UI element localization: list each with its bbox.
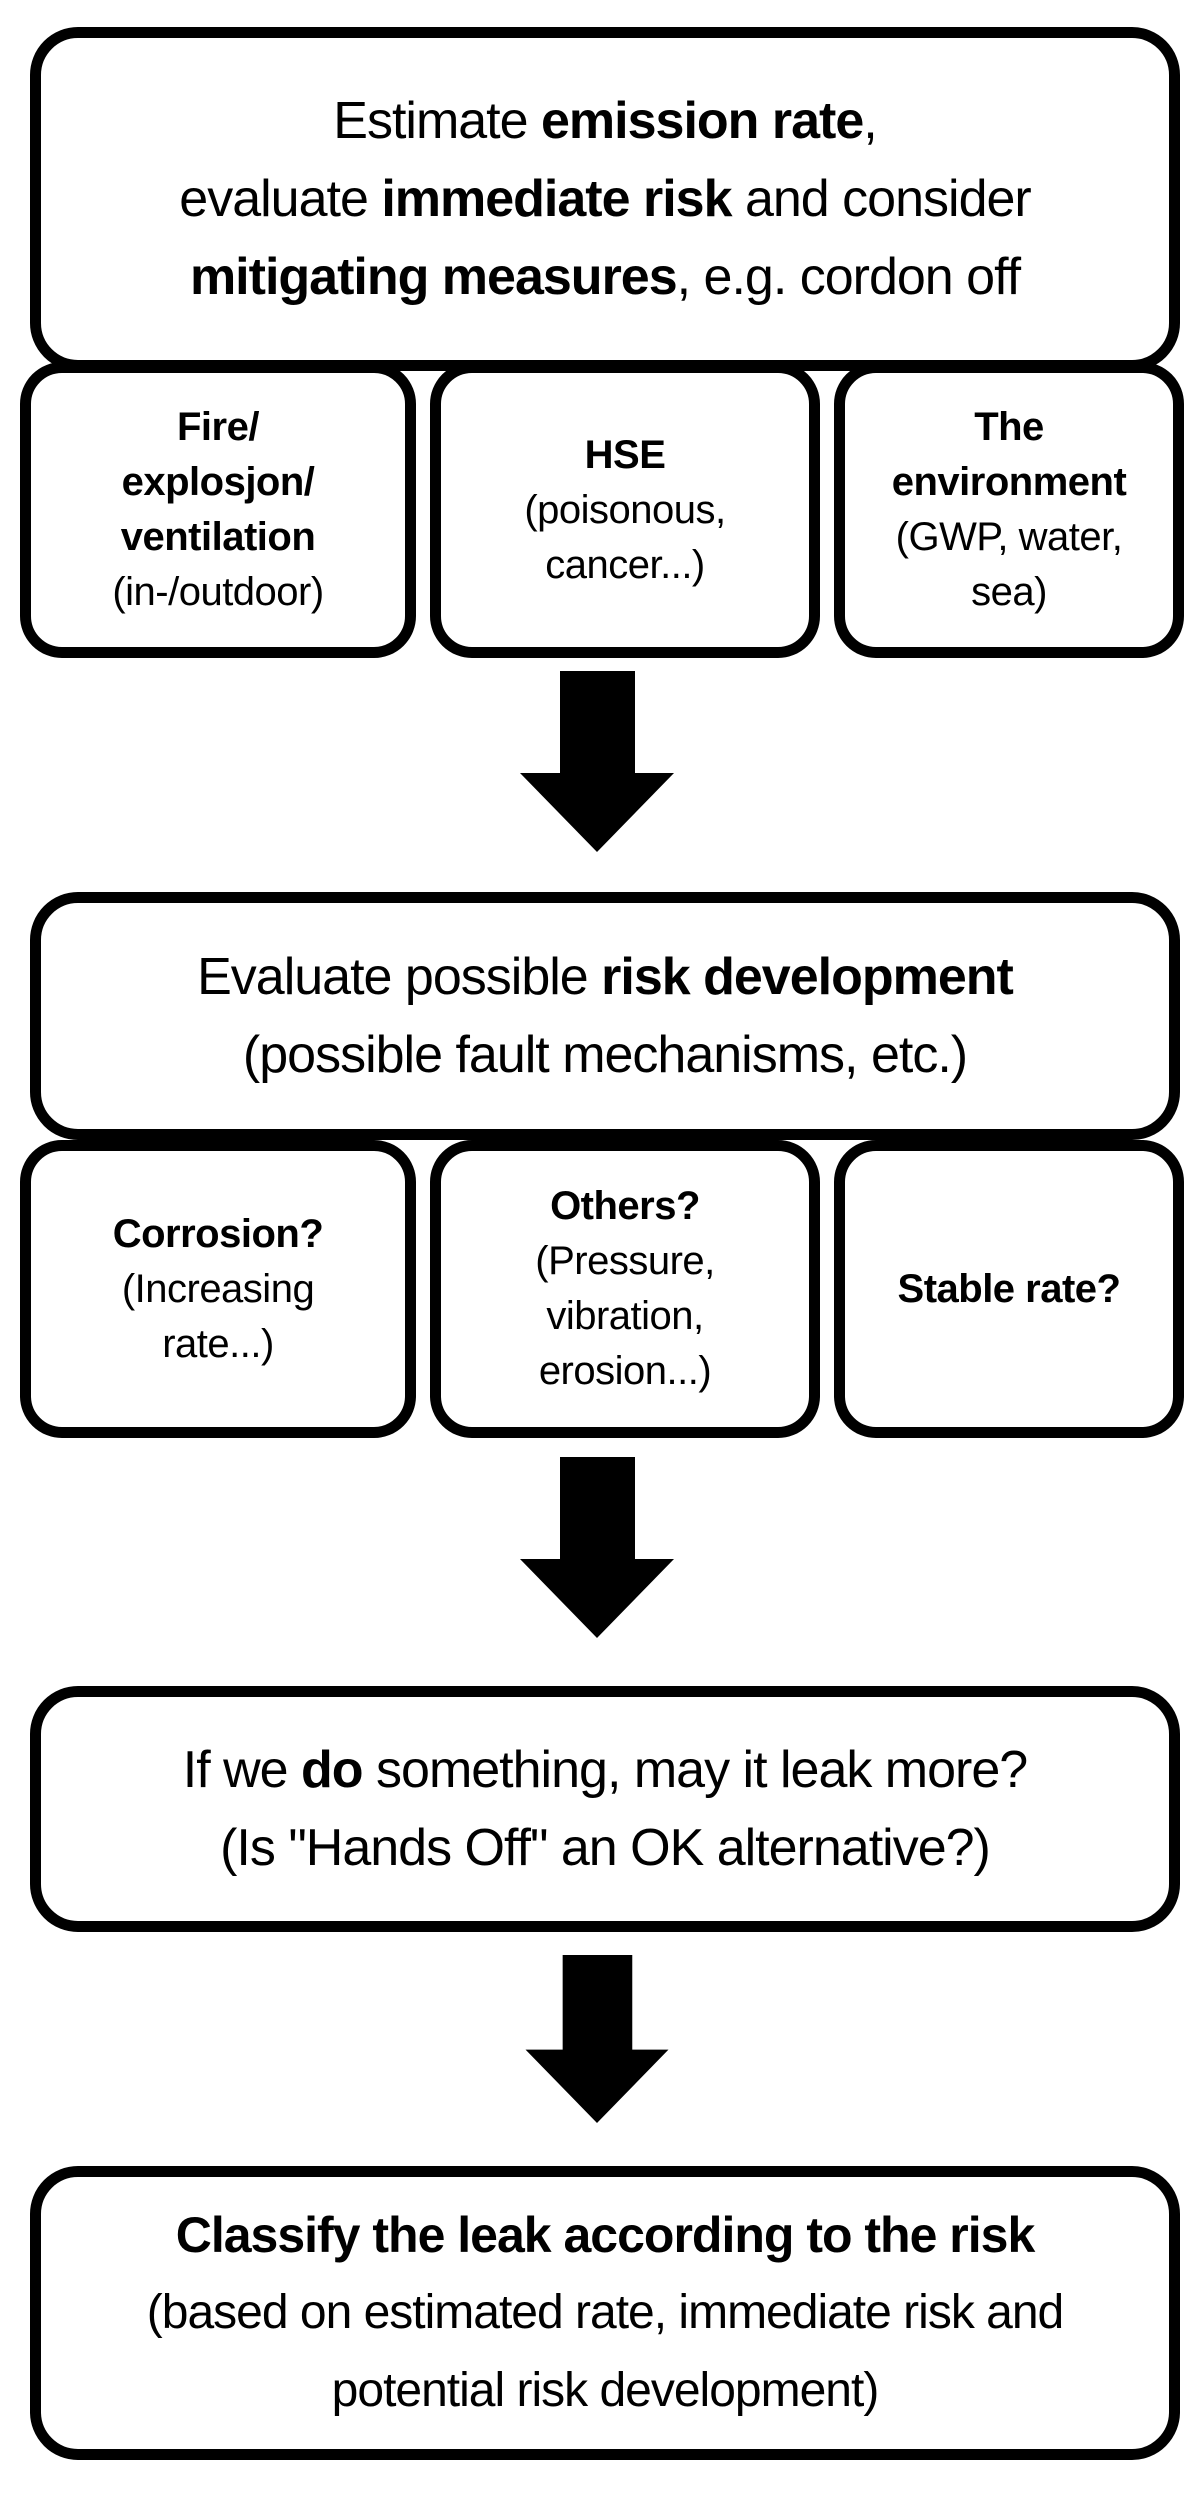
factor-box-environment: The environment (GWP, water, sea) bbox=[834, 362, 1184, 658]
text-line: (in-/outdoor) bbox=[112, 570, 324, 614]
text-line: (based on estimated rate, immediate risk… bbox=[146, 2286, 1064, 2339]
text-segment-bold: do bbox=[301, 1741, 364, 1799]
text-line: evaluate immediate risk and consider bbox=[179, 160, 1032, 238]
text-line: ventilation bbox=[120, 515, 316, 559]
text-segment-bold: mitigating measures bbox=[189, 248, 678, 306]
text-segment: evaluate bbox=[179, 170, 382, 228]
down-arrow-icon bbox=[520, 671, 674, 852]
text-line: Stable rate? bbox=[897, 1266, 1121, 1311]
text-line: explosjon/ bbox=[121, 460, 315, 504]
text-segment: Evaluate possible bbox=[197, 948, 602, 1006]
down-arrow-icon bbox=[525, 1955, 669, 2123]
text-segment: , e.g. cordon off bbox=[676, 248, 1021, 306]
flow-arrow bbox=[520, 671, 674, 852]
step-box-evaluate-risk-development: Evaluate possible risk development (poss… bbox=[30, 892, 1180, 1140]
text-line: (Is "Hands Off" an OK alternative?) bbox=[220, 1809, 991, 1887]
text-line: potential risk development) bbox=[331, 2364, 880, 2417]
text-line: Fire/ bbox=[177, 405, 259, 449]
text-segment: , bbox=[863, 92, 877, 150]
text-line: If we do something, may it leak more? bbox=[182, 1731, 1028, 1809]
text-line: sea) bbox=[971, 570, 1047, 614]
text-line: rate...) bbox=[162, 1321, 274, 1366]
text-line: (possible fault mechanisms, etc.) bbox=[242, 1016, 968, 1094]
text-segment: (Is "Hands Off" an OK alternative?) bbox=[220, 1819, 991, 1877]
text-segment-bold: immediate risk bbox=[381, 170, 732, 228]
text-line: Estimate emission rate, bbox=[333, 82, 877, 160]
text-line: The bbox=[974, 405, 1044, 449]
down-arrow-icon bbox=[520, 1457, 674, 1638]
text-segment: (possible fault mechanisms, etc.) bbox=[242, 1026, 968, 1084]
text-line: (Increasing bbox=[121, 1266, 315, 1311]
text-segment: Estimate bbox=[333, 92, 541, 150]
text-line: (poisonous, bbox=[524, 487, 726, 532]
factor-box-corrosion: Corrosion? (Increasing rate...) bbox=[20, 1140, 416, 1438]
text-segment: and consider bbox=[731, 170, 1032, 228]
text-line: (Pressure, bbox=[535, 1239, 715, 1283]
text-segment: If we bbox=[182, 1741, 302, 1799]
step-box-classify-leak: Classify the leak according to the risk … bbox=[30, 2166, 1180, 2460]
text-line: (GWP, water, bbox=[895, 515, 1123, 559]
step-box-hands-off-question: If we do something, may it leak more? (I… bbox=[30, 1686, 1180, 1932]
text-segment: something, may it leak more? bbox=[362, 1741, 1028, 1799]
text-line: Evaluate possible risk development bbox=[197, 938, 1014, 1016]
text-segment-bold: emission rate bbox=[541, 92, 864, 150]
text-line: Others? bbox=[550, 1184, 700, 1228]
flow-arrow bbox=[520, 1955, 674, 2123]
text-line: cancer...) bbox=[545, 542, 705, 587]
text-line: environment bbox=[891, 460, 1127, 504]
text-line: vibration, bbox=[546, 1294, 704, 1338]
text-line: Corrosion? bbox=[112, 1211, 324, 1256]
text-line: erosion...) bbox=[538, 1349, 712, 1393]
text-line: mitigating measures, e.g. cordon off bbox=[189, 238, 1021, 316]
factor-box-fire-explosion-ventilation: Fire/ explosjon/ ventilation (in-/outdoo… bbox=[20, 362, 416, 658]
text-line: HSE bbox=[584, 432, 666, 477]
flow-arrow bbox=[520, 1457, 674, 1638]
text-line: Classify the leak according to the risk bbox=[175, 2207, 1036, 2263]
factor-box-others: Others? (Pressure, vibration, erosion...… bbox=[430, 1140, 820, 1438]
factor-box-stable-rate: Stable rate? bbox=[834, 1140, 1184, 1438]
step-box-estimate-emission-rate: Estimate emission rate, evaluate immedia… bbox=[30, 27, 1180, 371]
factor-box-hse: HSE (poisonous, cancer...) bbox=[430, 362, 820, 658]
text-segment-bold: risk development bbox=[601, 948, 1014, 1006]
